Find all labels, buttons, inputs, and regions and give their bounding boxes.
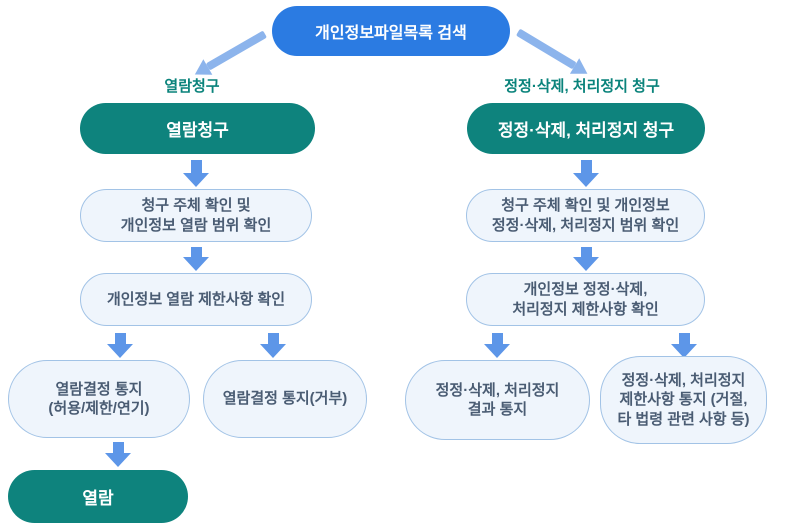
diagonal-arrow-left-icon xyxy=(205,30,267,71)
down-arrow-icon xyxy=(573,247,599,271)
root-node: 개인정보파일목록 검색 xyxy=(272,6,510,56)
down-arrow-icon xyxy=(183,160,209,187)
left-step-2-box: 개인정보 열람 제한사항 확인 xyxy=(80,273,312,326)
down-arrow-icon xyxy=(484,333,510,358)
down-arrow-icon xyxy=(671,333,697,358)
left-step-1-box: 청구 주체 확인 및 개인정보 열람 범위 확인 xyxy=(80,189,312,242)
final-view-pill-label: 열람 xyxy=(82,489,114,508)
left-outcome-2-box: 열람결정 통지(거부) xyxy=(203,360,367,438)
right-request-pill: 정정·삭제, 처리정지 청구 xyxy=(467,103,705,154)
right-outcome-2-box: 정정·삭제, 처리정지 제한사항 통지 (거절, 타 법령 관련 사항 등) xyxy=(600,356,767,444)
left-request-pill: 열람청구 xyxy=(80,103,315,154)
down-arrow-icon xyxy=(573,160,599,187)
right-step-2-box: 개인정보 정정·삭제, 처리정지 제한사항 확인 xyxy=(466,273,705,326)
right-step-1-box: 청구 주체 확인 및 개인정보 정정·삭제, 처리정지 범위 확인 xyxy=(466,189,705,242)
left-outcome-1-box: 열람결정 통지 (허용/제한/연기) xyxy=(8,360,190,438)
right-branch-label: 정정·삭제, 처리정지 청구 xyxy=(504,78,660,95)
down-arrow-icon xyxy=(183,247,209,271)
final-view-pill: 열람 xyxy=(8,470,188,523)
down-arrow-icon xyxy=(107,333,133,358)
root-node-label: 개인정보파일목록 검색 xyxy=(315,25,467,42)
down-arrow-icon xyxy=(105,442,131,467)
right-request-pill-label: 정정·삭제, 처리정지 청구 xyxy=(497,121,675,140)
diagonal-arrow-right-icon xyxy=(515,28,577,70)
down-arrow-icon xyxy=(260,333,286,358)
right-outcome-1-box: 정정·삭제, 처리정지 결과 통지 xyxy=(405,360,590,440)
left-branch-label: 열람청구 xyxy=(164,78,220,95)
left-request-pill-label: 열람청구 xyxy=(166,121,229,140)
